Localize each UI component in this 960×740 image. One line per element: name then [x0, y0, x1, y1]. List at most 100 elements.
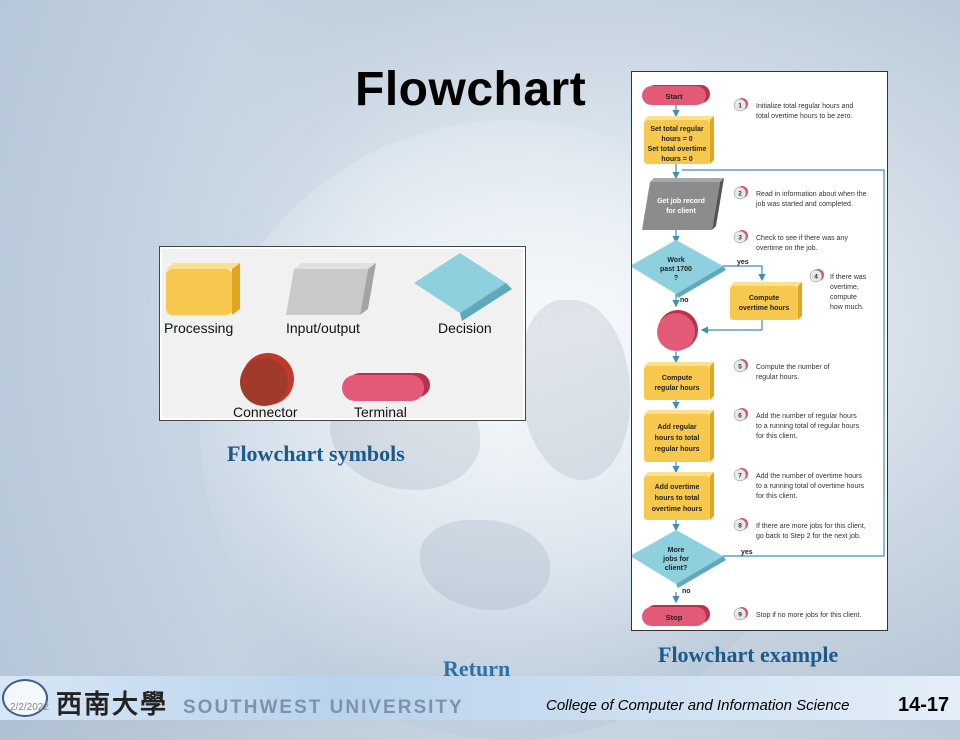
processing-symbol: [166, 263, 240, 315]
no-label: no: [682, 588, 691, 595]
step-note-line: Read in information about when the: [756, 191, 867, 198]
add-overtime-process: Add overtime hours to total overtime hou…: [644, 472, 714, 520]
flowchart-example-drawing: Start Set total regular hours = 0 Set to…: [632, 85, 885, 626]
work-decision-line: ?: [674, 275, 678, 282]
work-decision: Work past 1700 ?: [632, 240, 726, 298]
step-note-line: for this client.: [756, 493, 797, 500]
compute-reg-line: Compute: [662, 375, 692, 382]
step-note-line: compute: [830, 294, 857, 301]
start-terminal: Start: [642, 85, 710, 105]
stop-terminal: Stop: [642, 605, 710, 626]
step-note-9: 9 Stop if no more jobs for this client.: [733, 607, 861, 621]
step-number: 9: [738, 612, 742, 619]
step-note-1: 1 Initialize total regular hours and tot…: [733, 98, 853, 120]
init-process: Set total regular hours = 0 Set total ov…: [644, 116, 714, 164]
step-note-line: total overtime hours to be zero.: [756, 113, 853, 120]
flow-arrows: [672, 105, 885, 604]
step-note-line: Add the number of overtime hours: [756, 473, 862, 480]
decision-label: Decision: [438, 320, 492, 336]
step-note-line: Stop if no more jobs for this client.: [756, 612, 861, 619]
connector-label: Connector: [233, 404, 298, 420]
step-number: 1: [738, 103, 742, 110]
more-decision-line: More: [668, 547, 685, 554]
step-note-4: 4 If there was overtime, compute how muc…: [809, 269, 867, 311]
step-note-line: Add the number of regular hours: [756, 413, 857, 420]
work-decision-line: Work: [667, 257, 684, 264]
compute-overtime-process: Compute overtime hours: [730, 282, 802, 320]
step-note-line: Compute the number of: [756, 364, 830, 371]
step-note-5: 5 Compute the number of regular hours.: [733, 359, 830, 381]
init-line: Set total regular: [650, 126, 704, 133]
symbols-drawing: [166, 253, 512, 406]
stop-text: Stop: [666, 613, 683, 622]
background-landmass: [520, 300, 630, 480]
slide-date: 2/2/2022: [10, 702, 49, 713]
step-note-line: overtime on the job.: [756, 245, 818, 252]
step-notes: 1 Initialize total regular hours and tot…: [733, 98, 867, 621]
yes-label: yes: [741, 549, 753, 556]
add-ot-line: overtime hours: [652, 506, 703, 513]
step-note-line: regular hours.: [756, 374, 799, 381]
step-note-7: 7 Add the number of overtime hours to a …: [733, 468, 865, 500]
get-job-line: for client: [666, 208, 696, 215]
step-number: 3: [738, 235, 742, 242]
step-number: 5: [738, 364, 742, 371]
example-caption: Flowchart example: [658, 642, 839, 667]
background-landmass: [420, 520, 550, 610]
work-decision-line: past 1700: [660, 266, 692, 273]
connector: [657, 310, 698, 351]
college-name: College of Computer and Information Scie…: [546, 697, 850, 714]
connector-symbol: [240, 353, 294, 406]
step-note-8: 8 If there are more jobs for this client…: [733, 518, 866, 540]
more-jobs-decision: More jobs for client?: [632, 530, 726, 588]
flowchart-symbols-panel: Processing Input/output Decision Connect…: [159, 246, 526, 421]
decision-symbol: [414, 253, 512, 321]
step-note-3: 3 Check to see if there was any overtime…: [733, 230, 848, 252]
step-note-2: 2 Read in information about when the job…: [733, 186, 867, 208]
step-note-line: Initialize total regular hours and: [756, 103, 853, 110]
university-name-en: SOUTHWEST UNIVERSITY: [183, 697, 464, 718]
start-text: Start: [665, 92, 683, 101]
step-note-line: If there are more jobs for this client,: [756, 523, 866, 530]
step-number: 6: [738, 413, 742, 420]
step-note-line: job was started and completed.: [755, 201, 853, 208]
step-number: 7: [738, 473, 742, 480]
compute-ot-line: overtime hours: [739, 305, 790, 312]
add-reg-line: Add regular: [657, 424, 697, 431]
more-decision-line: client?: [665, 565, 688, 572]
flowchart-example-panel: Start Set total regular hours = 0 Set to…: [631, 71, 888, 631]
yes-label: yes: [737, 259, 749, 266]
no-label: no: [680, 297, 689, 304]
step-note-line: to a running total of regular hours: [756, 423, 860, 430]
init-line: hours = 0: [661, 156, 692, 163]
step-number: 4: [814, 274, 818, 281]
add-ot-line: Add overtime: [655, 484, 700, 491]
add-reg-line: hours to total: [655, 435, 700, 442]
more-decision-line: jobs for: [662, 556, 689, 563]
terminal-label: Terminal: [354, 404, 407, 420]
init-line: Set total overtime: [648, 146, 707, 153]
get-job-io: Get job record for client: [642, 178, 724, 230]
compute-regular-process: Compute regular hours: [644, 362, 714, 400]
step-note-line: If there was: [830, 274, 867, 281]
processing-label: Processing: [164, 320, 234, 336]
io-label: Input/output: [286, 320, 360, 336]
step-note-line: for this client.: [756, 433, 797, 440]
step-note-line: to a running total of overtime hours: [756, 483, 865, 490]
step-number: 8: [738, 523, 742, 530]
step-note-line: go back to Step 2 for the next job.: [756, 533, 861, 540]
add-reg-line: regular hours: [654, 446, 699, 453]
init-line: hours = 0: [661, 136, 692, 143]
io-symbol: [286, 263, 376, 315]
add-ot-line: hours to total: [655, 495, 700, 502]
slide-title: Flowchart: [355, 63, 587, 116]
step-note-line: how much.: [830, 304, 864, 311]
symbols-caption: Flowchart symbols: [227, 441, 405, 466]
get-job-line: Get job record: [657, 198, 705, 205]
step-number: 2: [738, 191, 742, 198]
step-note-line: overtime,: [830, 284, 859, 291]
compute-ot-line: Compute: [749, 295, 779, 302]
add-regular-process: Add regular hours to total regular hours: [644, 410, 714, 462]
terminal-symbol: [342, 373, 430, 401]
footer-bar: [0, 676, 960, 720]
